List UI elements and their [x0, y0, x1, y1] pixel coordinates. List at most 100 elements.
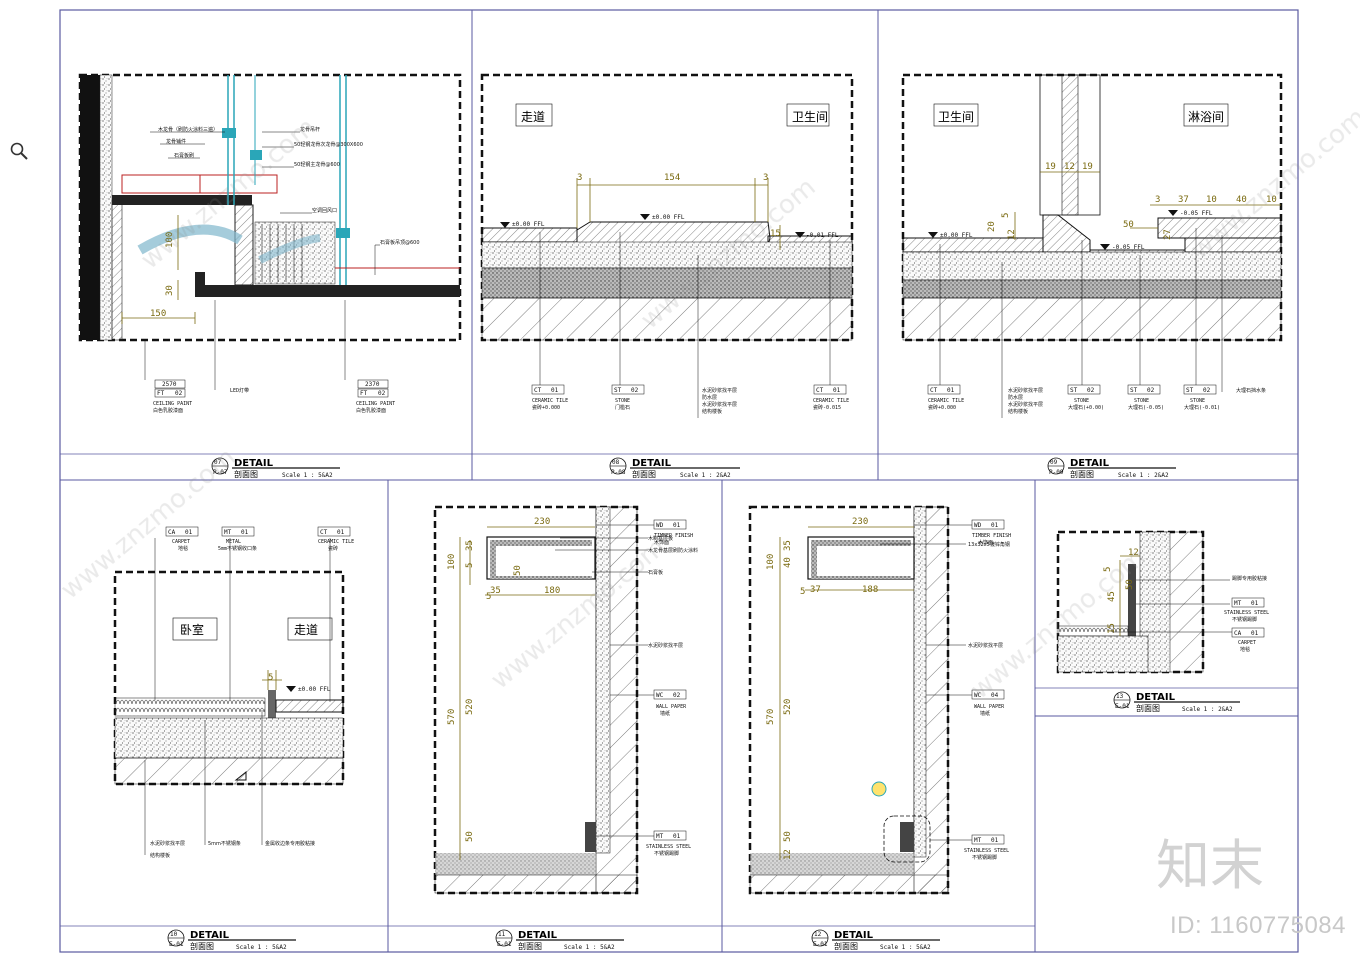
note-text: 水泥砂浆找平层 — [648, 642, 683, 649]
level-text: -0.05 FFL — [1112, 244, 1145, 251]
dim-text: 100 — [766, 554, 776, 570]
tag-num: 02 — [673, 692, 681, 699]
tag-code: MT — [224, 529, 232, 536]
tag-num: 02 — [378, 390, 386, 397]
tag-cn: 木饰面 — [978, 539, 993, 546]
tag-name: STONE — [1074, 398, 1089, 404]
tag-cn: 墙纸 — [980, 710, 990, 717]
dim-text: 10 — [1266, 195, 1277, 205]
tag-code: CT — [534, 387, 542, 394]
detail-title-block: 10 E-01 DETAIL 剖面图 Scale 1 : 5&A2 — [167, 929, 296, 951]
detail-subtitle: 剖面图 — [834, 941, 858, 951]
dim-text: 154 — [664, 173, 680, 183]
detail-ref: E-01 — [813, 941, 828, 948]
tag-code: ST — [614, 387, 622, 394]
detail-number: 07 — [214, 459, 222, 466]
detail-title-block: 09 P-09 DETAIL 剖面图 Scale 1 : 2&A2 — [1047, 457, 1176, 479]
detail-title-block: 12 E-01 DETAIL 剖面图 Scale 1 : 5&A2 — [811, 929, 940, 951]
tag-name: STONE — [1190, 398, 1205, 404]
tag-name: STAINLESS STEEL — [646, 844, 691, 850]
tag-name: CEILING PAINT — [356, 401, 395, 407]
tag-name: WALL PAPER — [656, 704, 687, 710]
level-text: ±0.00 FFL — [512, 221, 545, 228]
tag-cn: 不锈钢踢脚 — [1232, 616, 1257, 623]
detail-13: 12 5 50 45 15 MT 01 STAINLESS STEEL 不锈钢踢… — [1056, 530, 1269, 713]
detail-11: 230 100 35 5 50 35 180 570 520 50 5 WD 0… — [433, 505, 698, 951]
tag-code: WD — [974, 522, 982, 529]
detail-scale: Scale 1 : 2&A2 — [680, 472, 731, 479]
dim-text: 230 — [534, 517, 550, 527]
detail-title-block: 07 P-07 DETAIL 剖面图 Scale 1 : 5&A2 — [211, 457, 340, 479]
dim-text: 50 — [465, 831, 475, 842]
tag-num: 01 — [185, 529, 193, 536]
zoom-button[interactable] — [8, 140, 30, 162]
tag-name: CARPET — [1238, 640, 1256, 646]
detail-scale: Scale 1 : 2&A2 — [1118, 472, 1169, 479]
tag-name: STAINLESS STEEL — [964, 848, 1009, 854]
dim-text: 5 — [268, 673, 273, 683]
tag-name: WALL PAPER — [974, 704, 1005, 710]
dim-text: 5 — [1001, 213, 1011, 218]
tag-num: 02 — [1087, 387, 1095, 394]
note-text: 50轻钢主龙骨@600 — [294, 161, 340, 168]
tag-num: 01 — [947, 387, 955, 394]
tag-name: CERAMIC TILE — [813, 398, 849, 404]
room-label: 淋浴间 — [1188, 110, 1224, 124]
tag-name: METAL — [226, 539, 241, 545]
note-text: 结构楼板 — [150, 852, 170, 859]
note-text: 水泥砂浆找平层 — [1008, 401, 1043, 408]
dim-text: 37 — [1178, 195, 1189, 205]
note-text: 防水层 — [702, 394, 717, 401]
dim-text: 3 — [577, 173, 582, 183]
dim-text: 10 — [1206, 195, 1217, 205]
magnifier-icon — [10, 142, 28, 160]
dim-text: 12 — [783, 849, 793, 860]
detail-subtitle: 剖面图 — [190, 941, 214, 951]
dim-text: 50 — [1125, 579, 1135, 590]
tag-cn: 门槛石 — [615, 404, 630, 411]
room-label: 卫生间 — [792, 110, 828, 124]
callout-marker-icon — [871, 781, 887, 797]
watermark-id: ID: 1160775084 — [1169, 912, 1346, 939]
detail-10: 卧室 走道 5 ±0.00 FFL CA 01 CARPET 地毯 MT — [113, 526, 354, 951]
tag-code: WC — [974, 692, 982, 699]
note-text: 水泥砂浆找平层 — [968, 642, 1003, 649]
level-text: -0.01 FFL — [806, 232, 839, 239]
dim-text: 35 — [465, 540, 475, 551]
dim-text: 40 — [1236, 195, 1247, 205]
tag-cn: 地毯 — [1240, 646, 1250, 653]
detail-title: DETAIL — [1070, 458, 1110, 469]
tag-code: MT — [974, 837, 982, 844]
detail-scale: Scale 1 : 5&A2 — [236, 944, 287, 951]
tag-cn: 地毯 — [178, 545, 188, 552]
detail-number: 13 — [1116, 693, 1124, 700]
tag-code: WD — [656, 522, 664, 529]
tag-cn: 瓷砖-0.015 — [813, 404, 841, 411]
dim-text: 35 — [783, 540, 793, 551]
note-text: 结构楼板 — [1008, 408, 1028, 415]
drain-note: 大理石挡水条 — [1236, 387, 1266, 394]
tag-cn: 墙纸 — [660, 710, 670, 717]
dim-text: 3 — [763, 173, 768, 183]
detail-title: DETAIL — [1136, 692, 1176, 703]
tag-name: TIMBER FINISH — [972, 533, 1011, 539]
note-text: 龙骨铺件 — [166, 138, 186, 145]
detail-subtitle: 剖面图 — [1136, 703, 1160, 713]
tag-code: CT — [320, 529, 328, 536]
tag-dim: 2370 — [365, 381, 380, 388]
tag-code: FT — [157, 390, 165, 397]
dim-text: 12 — [1128, 548, 1139, 558]
tag-num: 01 — [337, 529, 345, 536]
tag-cn: 5mm不锈钢收口条 — [218, 545, 257, 552]
dim-text: 3 — [1155, 195, 1160, 205]
dim-text: 40 — [783, 557, 793, 568]
tag-cn: 木饰面 — [654, 539, 669, 546]
tag-code: MT — [1234, 600, 1242, 607]
airflow-arrow-icon — [137, 224, 243, 255]
detail-ref: E-01 — [497, 941, 512, 948]
tag-name: CEILING PAINT — [153, 401, 192, 407]
note-text: 木龙骨（刷防火涂料三遍） — [158, 126, 218, 133]
dim-text: 5 — [465, 563, 475, 568]
tag-cn: 白色乳胶漆面 — [153, 407, 183, 414]
note-text: 13x32x5镀锌角钢 — [968, 541, 1010, 548]
